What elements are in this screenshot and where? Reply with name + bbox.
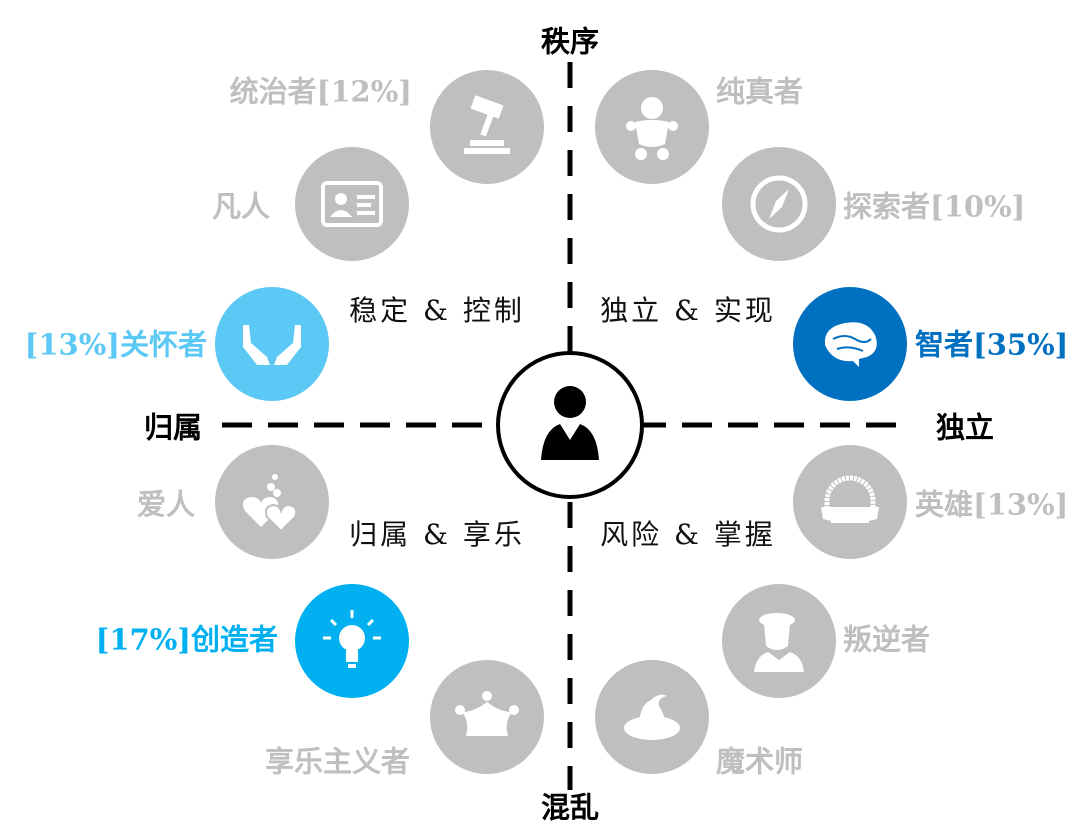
baby-icon — [626, 97, 678, 160]
creator-label: [17%]创造者 — [95, 622, 278, 657]
everyman-label: 凡人 — [211, 189, 270, 224]
person-icon — [541, 386, 599, 460]
ruler-label: 统治者[12%] — [229, 74, 412, 109]
magician-node — [595, 660, 709, 774]
rebel-face-icon — [754, 613, 804, 672]
quadrant-stability-control: 稳定 & 控制 — [349, 294, 525, 327]
jester-hat-icon — [455, 691, 519, 736]
hero-label: 英雄[13%] — [915, 487, 1069, 522]
hands-icon — [243, 325, 301, 365]
ruler-node — [430, 70, 544, 184]
caregiver-label: [13%]关怀者 — [24, 327, 207, 362]
magician-label: 魔术师 — [716, 744, 804, 779]
rebel-label: 叛逆者 — [843, 622, 931, 657]
explorer-node — [722, 147, 836, 261]
quadrant-independence-fulfillment: 独立 & 实现 — [600, 294, 776, 327]
caregiver-node — [215, 287, 329, 401]
creator-node — [295, 584, 409, 698]
lightbulb-icon — [323, 610, 381, 668]
explorer-label: 探索者[10%] — [843, 189, 1026, 224]
badge-icon — [821, 475, 879, 523]
sage-node — [793, 287, 907, 401]
lover-label: 爱人 — [136, 487, 195, 522]
hero-node — [793, 445, 907, 559]
compass-icon — [750, 175, 808, 233]
center-circle — [496, 351, 644, 499]
quadrant-belonging-enjoyment: 归属 & 享乐 — [349, 518, 525, 551]
jester-label: 享乐主义者 — [264, 744, 410, 779]
axis-label-independence: 独立 — [935, 410, 995, 445]
wizard-hat-icon — [624, 694, 680, 740]
brain-icon — [824, 322, 877, 367]
axis-label-order: 秩序 — [540, 24, 600, 59]
jester-node — [430, 660, 544, 774]
lover-node — [215, 445, 329, 559]
innocent-node — [595, 70, 709, 184]
axis-label-chaos: 混乱 — [540, 790, 600, 825]
axis-label-belonging: 归属 — [143, 410, 203, 445]
quadrant-risk-mastery: 风险 & 掌握 — [600, 518, 776, 551]
id-card-icon — [321, 181, 383, 227]
sage-label: 智者[35%] — [915, 327, 1069, 362]
gavel-icon — [464, 95, 510, 154]
hearts-icon — [243, 474, 298, 533]
rebel-node — [722, 584, 836, 698]
everyman-node — [295, 147, 409, 261]
innocent-label: 纯真者 — [716, 74, 804, 109]
